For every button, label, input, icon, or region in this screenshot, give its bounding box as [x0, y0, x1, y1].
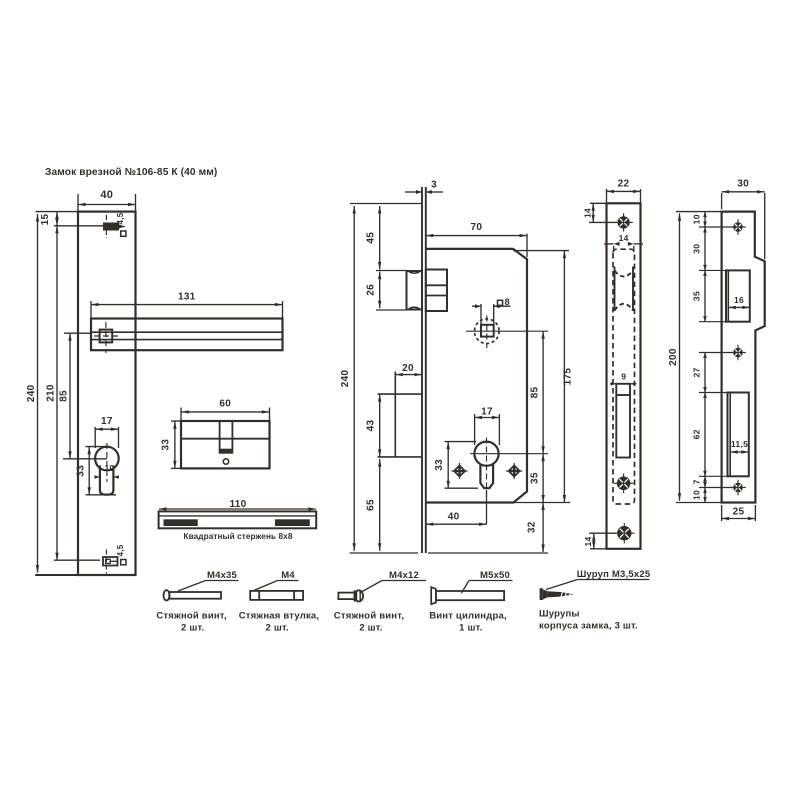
svg-text:корпуса замка, 3 шт.: корпуса замка, 3 шт. [539, 621, 638, 632]
svg-text:10: 10 [104, 463, 114, 473]
svg-text:Шуруп М3,5х25: Шуруп М3,5х25 [577, 569, 651, 580]
svg-text:33: 33 [434, 459, 445, 471]
svg-text:35: 35 [529, 472, 540, 484]
svg-text:17: 17 [101, 416, 113, 427]
svg-text:15: 15 [40, 214, 51, 226]
svg-text:М4: М4 [281, 570, 295, 581]
svg-text:27: 27 [692, 367, 702, 377]
svg-text:Винт цилиндра,: Винт цилиндра, [429, 611, 507, 622]
svg-text:70: 70 [471, 222, 483, 233]
svg-text:200: 200 [668, 348, 679, 366]
svg-text:175: 175 [562, 368, 573, 386]
svg-text:Стяжная втулка,: Стяжная втулка, [239, 611, 319, 622]
svg-text:3: 3 [431, 180, 437, 191]
svg-text:20: 20 [402, 363, 414, 374]
svg-text:33: 33 [75, 465, 86, 477]
svg-text:Стяжной винт,: Стяжной винт, [156, 611, 226, 622]
svg-text:43: 43 [365, 420, 376, 432]
svg-text:9: 9 [621, 372, 626, 382]
svg-text:33: 33 [161, 439, 172, 451]
svg-text:22: 22 [618, 178, 630, 189]
svg-text:4,5: 4,5 [116, 212, 125, 224]
svg-text:М4х35: М4х35 [207, 570, 238, 581]
svg-text:М4х12: М4х12 [389, 570, 419, 581]
svg-text:11,5: 11,5 [731, 439, 748, 449]
svg-text:210: 210 [45, 384, 56, 402]
svg-text:2 шт.: 2 шт. [266, 623, 289, 634]
svg-text:4,5: 4,5 [116, 544, 125, 556]
svg-text:Шурупы: Шурупы [539, 609, 580, 620]
svg-text:40: 40 [448, 511, 460, 522]
svg-text:16: 16 [734, 295, 744, 305]
svg-text:32: 32 [526, 521, 537, 533]
svg-text:Стяжной винт,: Стяжной винт, [334, 611, 404, 622]
svg-text:Квадратный стержень 8х8: Квадратный стержень 8х8 [184, 532, 293, 541]
svg-text:131: 131 [178, 291, 196, 302]
svg-text:10: 10 [692, 490, 702, 500]
svg-text:110: 110 [229, 499, 246, 510]
svg-text:40: 40 [100, 189, 113, 201]
svg-text:10: 10 [692, 214, 702, 224]
svg-text:30: 30 [737, 179, 749, 190]
svg-text:2 шт.: 2 шт. [359, 623, 382, 634]
svg-text:65: 65 [365, 499, 376, 511]
svg-text:1 шт.: 1 шт. [459, 623, 482, 634]
svg-text:35: 35 [692, 291, 702, 301]
svg-text:45: 45 [365, 232, 376, 244]
svg-text:8: 8 [505, 297, 510, 307]
svg-text:Замок врезной №106-85 К (40 мм: Замок врезной №106-85 К (40 мм) [45, 167, 217, 178]
svg-text:7: 7 [692, 479, 702, 484]
svg-text:30: 30 [692, 244, 702, 254]
svg-text:85: 85 [58, 390, 69, 402]
svg-text:14: 14 [583, 536, 593, 546]
svg-text:17: 17 [481, 407, 493, 418]
svg-text:26: 26 [365, 284, 376, 296]
svg-text:М5х50: М5х50 [480, 570, 510, 581]
svg-text:240: 240 [26, 384, 37, 402]
svg-text:25: 25 [733, 507, 745, 518]
svg-text:14: 14 [583, 208, 593, 218]
svg-text:14: 14 [619, 233, 629, 243]
svg-text:62: 62 [692, 429, 702, 439]
svg-text:240: 240 [340, 369, 351, 387]
svg-text:2 шт.: 2 шт. [181, 623, 204, 634]
svg-text:60: 60 [219, 398, 231, 409]
svg-text:85: 85 [529, 386, 540, 398]
